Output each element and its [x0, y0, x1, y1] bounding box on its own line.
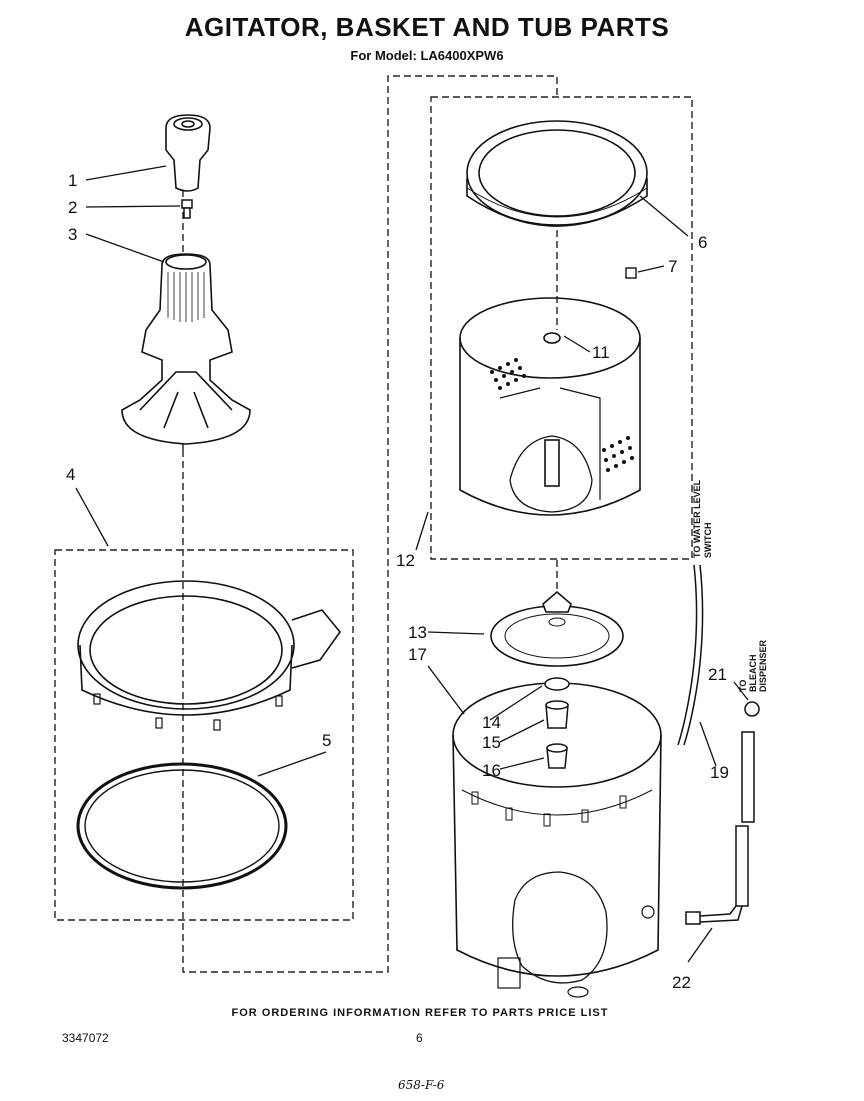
callout-13: 13 [408, 623, 427, 642]
agitator-cap-part [165, 114, 211, 192]
page-title: AGITATOR, BASKET AND TUB PARTS [184, 12, 670, 42]
callout-19: 19 [710, 763, 729, 782]
bleach-hose-part [685, 701, 760, 925]
basket-part [459, 297, 641, 516]
drive-bell-part [490, 590, 624, 667]
outer-tub-part [452, 682, 662, 998]
hub-parts [544, 677, 570, 769]
agitator-part [121, 253, 251, 445]
tub-seal-part [76, 762, 288, 890]
assembly-center-line [182, 75, 558, 973]
callout-17: 17 [408, 645, 427, 664]
handwritten-note: 658-F-6 [398, 1078, 445, 1092]
callout-14: 14 [482, 713, 501, 732]
balance-ring-screw-part [625, 267, 637, 279]
callout-15: 15 [482, 733, 501, 752]
bleach-label-line3: DISPENSER [758, 639, 768, 692]
callout-3: 3 [68, 225, 77, 244]
bleach-label-line1: TO [738, 680, 748, 692]
ordering-info-note: FOR ORDERING INFORMATION REFER TO PARTS … [231, 1007, 609, 1019]
tub-ring-part [77, 580, 342, 731]
group-box-4 [54, 549, 354, 921]
agitator-bolt-part [181, 199, 193, 219]
water-level-hose-part [677, 564, 704, 746]
callout-16: 16 [482, 761, 501, 780]
balance-ring-part [466, 120, 648, 227]
callout-12: 12 [396, 551, 415, 570]
callout-22: 22 [672, 973, 691, 992]
callout-4: 4 [66, 465, 75, 484]
callout-leaders [75, 165, 749, 963]
document-number: 3347072 [62, 1031, 109, 1045]
water-level-label-line1: TO WATER LEVEL [692, 479, 702, 558]
callout-5: 5 [322, 731, 331, 750]
callout-1: 1 [68, 171, 77, 190]
callout-21: 21 [708, 665, 727, 684]
bleach-label-line2: BLEACH [748, 655, 758, 693]
callout-2: 2 [68, 198, 77, 217]
model-subtitle: For Model: LA6400XPW6 [350, 48, 504, 63]
page-number: 6 [416, 1031, 423, 1045]
group-box-12 [430, 96, 693, 560]
callout-6: 6 [698, 233, 707, 252]
callout-11: 11 [592, 343, 610, 362]
water-level-label-line2: SWITCH [703, 523, 713, 559]
callout-7: 7 [668, 257, 677, 276]
